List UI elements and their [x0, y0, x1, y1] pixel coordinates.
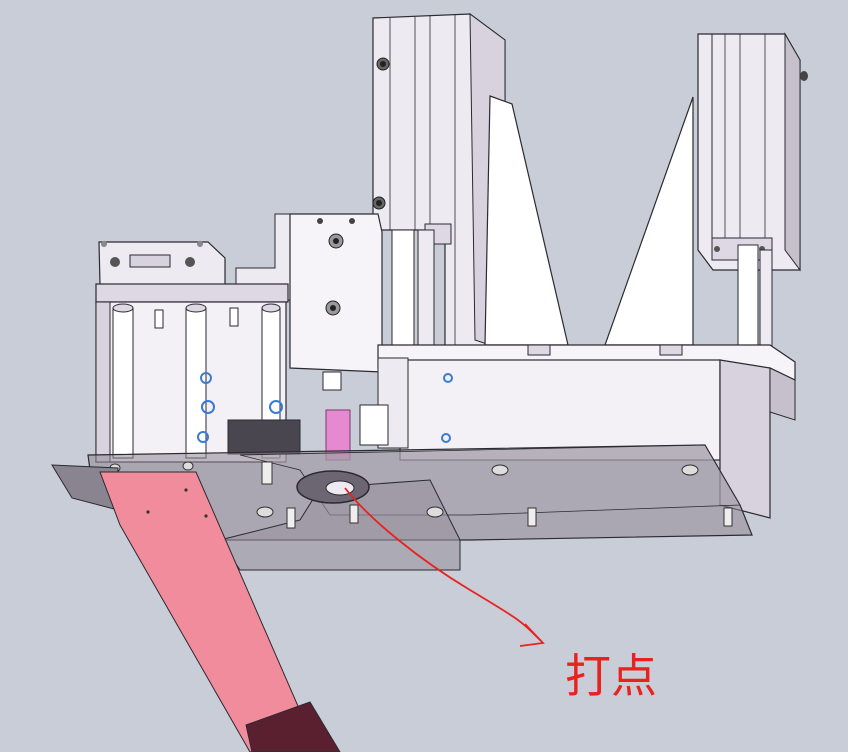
connector-plate	[98, 241, 226, 286]
annotation-arrow-line	[344, 487, 541, 641]
right-upright-column	[697, 32, 808, 272]
annotation-callout: 打点	[344, 487, 657, 703]
pink-strip	[51, 464, 341, 752]
center-upright-column	[372, 12, 506, 351]
annotation-arrowhead	[519, 623, 545, 647]
annotation-label: 打点	[565, 649, 657, 703]
mounting-plate	[289, 213, 383, 373]
horizontal-beam	[377, 344, 796, 519]
center-guide-rods	[391, 229, 773, 356]
